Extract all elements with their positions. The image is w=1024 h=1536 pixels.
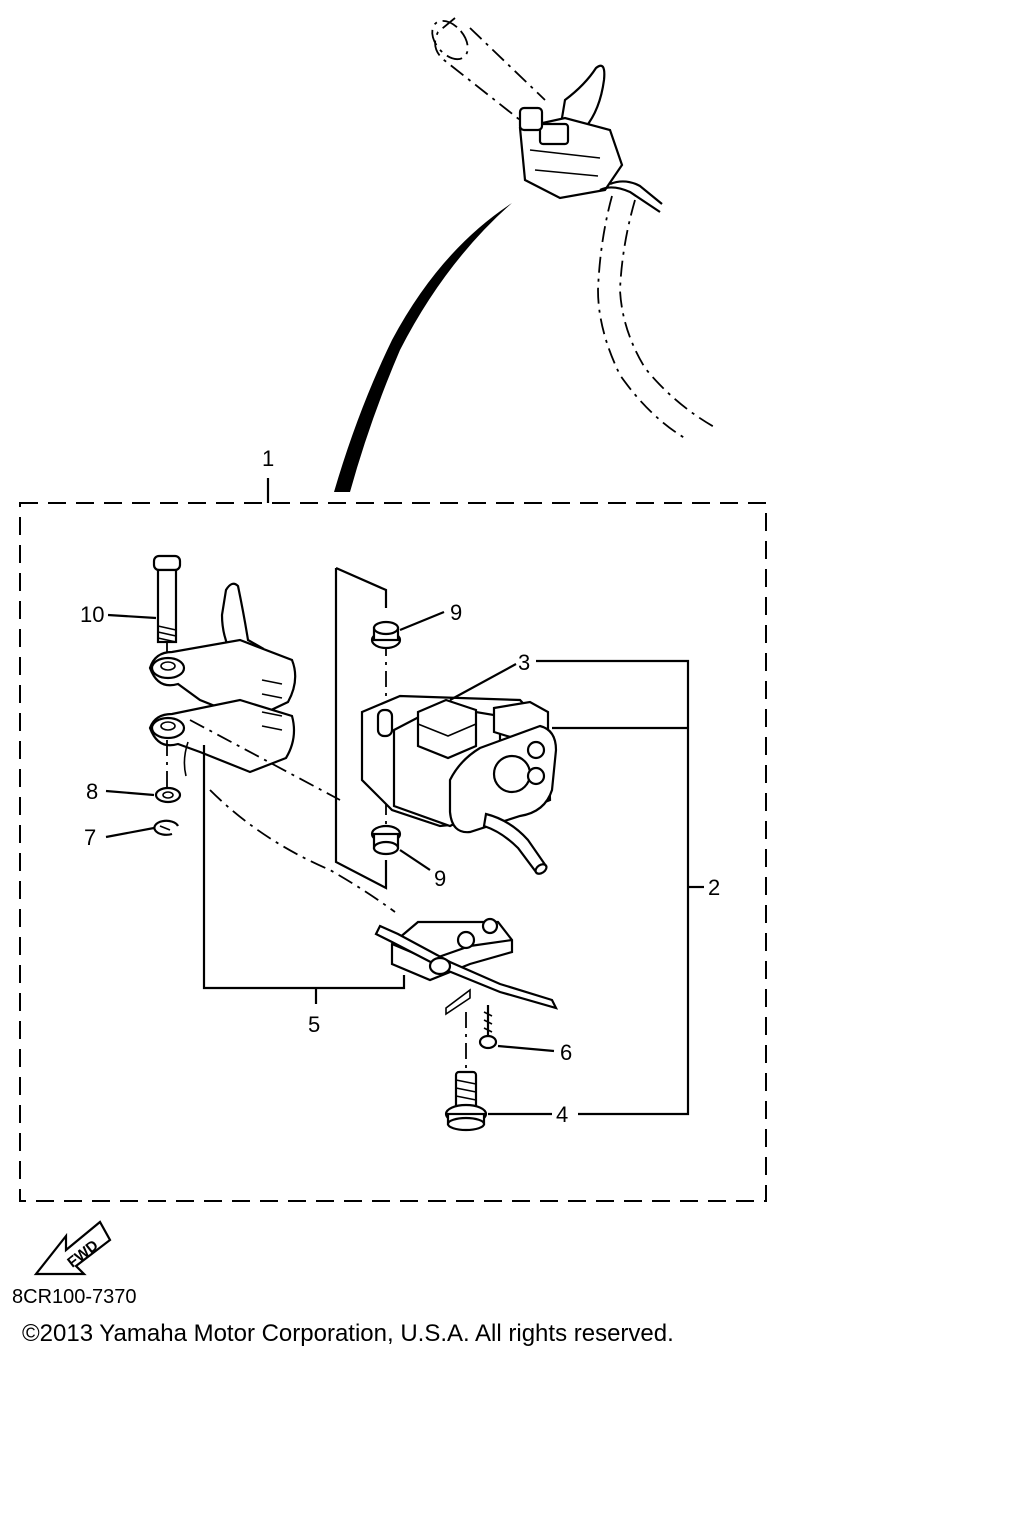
callout-1: 1 [262, 446, 274, 471]
callout-6: 6 [560, 1040, 572, 1065]
callout-9-lower: 9 [434, 866, 446, 891]
circlip-7 [153, 819, 179, 836]
part-code: 8CR100-7370 [12, 1286, 137, 1308]
callout-5: 5 [308, 1012, 320, 1037]
screw-6 [478, 1005, 498, 1050]
copyright-notice: ©2013 Yamaha Motor Corporation, U.S.A. A… [22, 1320, 674, 1347]
callout-7: 7 [84, 825, 96, 850]
grommet-9-upper [370, 620, 402, 650]
callout-9-upper: 9 [450, 600, 462, 625]
grommet-9-lower [370, 824, 402, 856]
forward-direction-arrow: FWD [33, 1220, 112, 1276]
cable-bracket [374, 917, 559, 1074]
bolt-4 [444, 1070, 488, 1132]
handlebar-illustration [334, 17, 717, 492]
callout-3: 3 [518, 650, 530, 675]
assembly-boundary [19, 502, 767, 1202]
washer-8 [154, 786, 182, 804]
throttle-lever [148, 582, 297, 792]
callout-4: 4 [556, 1102, 568, 1127]
callout-2: 2 [708, 875, 720, 900]
callout-8: 8 [86, 779, 98, 804]
switch-body [360, 694, 558, 875]
callout-10: 10 [80, 602, 104, 627]
